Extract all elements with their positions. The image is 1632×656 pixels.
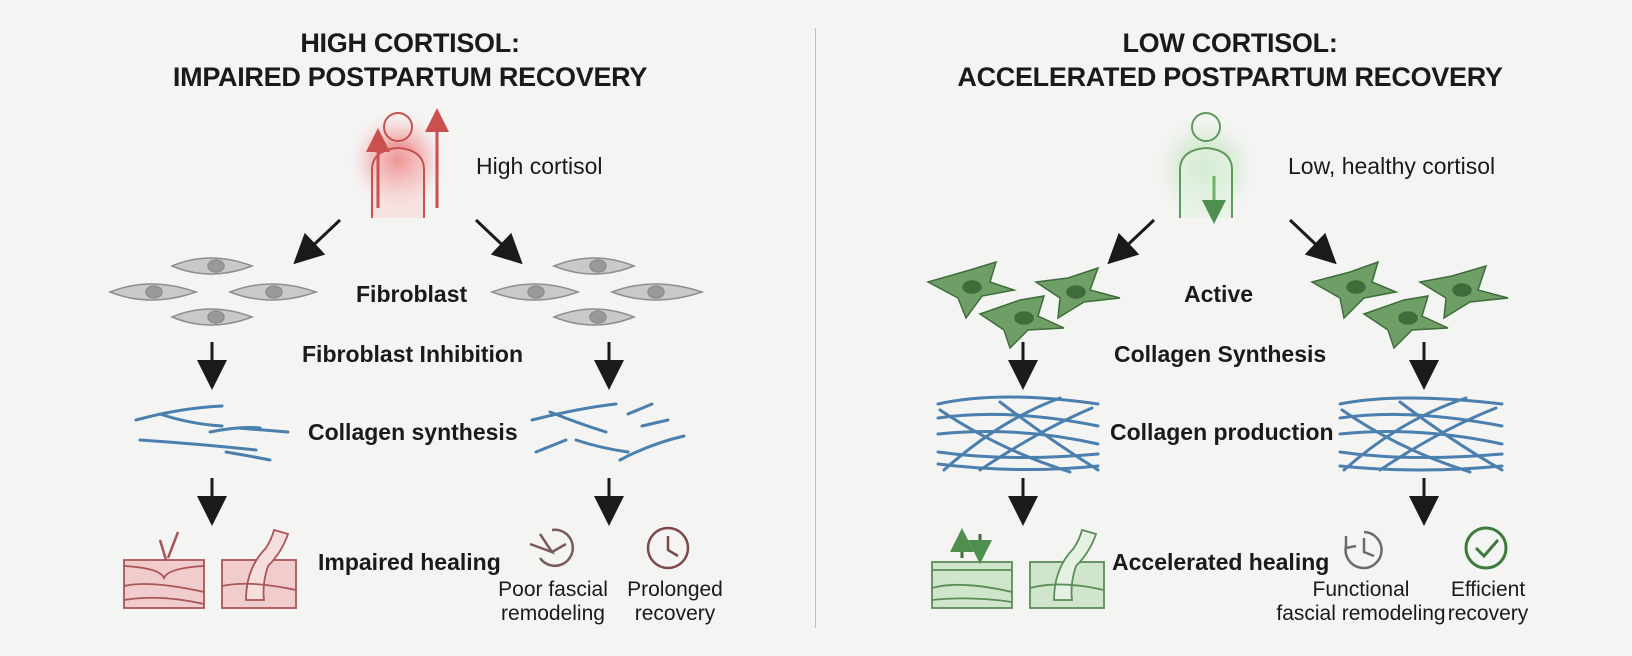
right-body-figure	[1150, 112, 1262, 224]
left-outcome-2-line1: Prolonged	[627, 578, 723, 601]
left-collagen-fibers-1	[134, 404, 290, 462]
left-outcome-2: Prolonged recovery	[620, 578, 730, 626]
right-step3-label: Accelerated healing	[1112, 549, 1330, 575]
right-outcome-2-line1: Efficient	[1450, 578, 1526, 601]
right-outcome-1-line2: fascial remodeling	[1276, 602, 1446, 625]
right-fibroblast-cluster-1	[926, 260, 1121, 350]
left-fibroblast-cluster-1	[107, 257, 319, 326]
right-arrow-diag-2	[1288, 218, 1337, 265]
right-cell-label: Active	[1184, 281, 1254, 307]
right-title-line2: ACCELERATED POSTPARTUM RECOVERY	[957, 62, 1503, 92]
clock-icon	[646, 526, 690, 570]
right-collagen-mesh-2	[1338, 396, 1504, 474]
right-outcome-2: Efficient recovery	[1438, 578, 1538, 626]
right-step1-label: Collagen Synthesis	[1114, 341, 1327, 367]
left-step2-label: Collagen synthesis	[308, 419, 518, 445]
left-body-figure	[346, 108, 450, 218]
checkmark-circle-icon	[1464, 526, 1508, 570]
left-collagen-fibers-2	[530, 402, 686, 462]
right-arrow-diag-1	[1107, 218, 1156, 265]
right-tissue-healed-icon	[931, 528, 1013, 609]
left-title-line2: IMPAIRED POSTPARTUM RECOVERY	[172, 62, 648, 92]
left-title: HIGH CORTISOL: IMPAIRED POSTPARTUM RECOV…	[90, 26, 730, 94]
right-outcome-1-line1: Functional	[1312, 578, 1410, 601]
broken-clock-icon	[529, 528, 575, 568]
right-step2-label: Collagen production	[1110, 419, 1334, 445]
left-outcome-1: Poor fascial remodeling	[490, 578, 616, 626]
left-cell-label: Fibroblast	[356, 281, 468, 307]
left-step3-label: Impaired healing	[318, 549, 501, 575]
left-arrow-diag-1	[293, 218, 342, 265]
left-step1-label: Fibroblast Inhibition	[302, 341, 524, 367]
right-title-line1: LOW CORTISOL:	[1122, 28, 1338, 58]
panel-divider	[815, 28, 816, 628]
left-outcome-2-line2: recovery	[634, 602, 716, 625]
right-tissue-fascia-icon	[1029, 528, 1105, 609]
right-outcome-1: Functional fascial remodeling	[1268, 578, 1454, 626]
clock-arrow-icon	[1344, 530, 1383, 570]
right-cortisol-label: Low, healthy cortisol	[1288, 153, 1496, 179]
right-fibroblast-cluster-2	[1310, 260, 1509, 350]
left-cortisol-label: High cortisol	[476, 153, 603, 179]
left-title-line1: HIGH CORTISOL:	[300, 28, 520, 58]
right-title: LOW CORTISOL: ACCELERATED POSTPARTUM REC…	[880, 26, 1580, 94]
left-arrow-diag-2	[474, 218, 523, 265]
left-tissue-fascia-icon	[221, 528, 297, 609]
left-outcome-1-line1: Poor fascial	[498, 578, 608, 601]
left-fibroblast-cluster-2	[489, 257, 705, 326]
left-tissue-wound-icon	[123, 531, 205, 609]
right-outcome-2-line2: recovery	[1447, 602, 1529, 625]
left-outcome-1-line2: remodeling	[501, 602, 605, 625]
right-collagen-mesh-1	[936, 395, 1100, 474]
